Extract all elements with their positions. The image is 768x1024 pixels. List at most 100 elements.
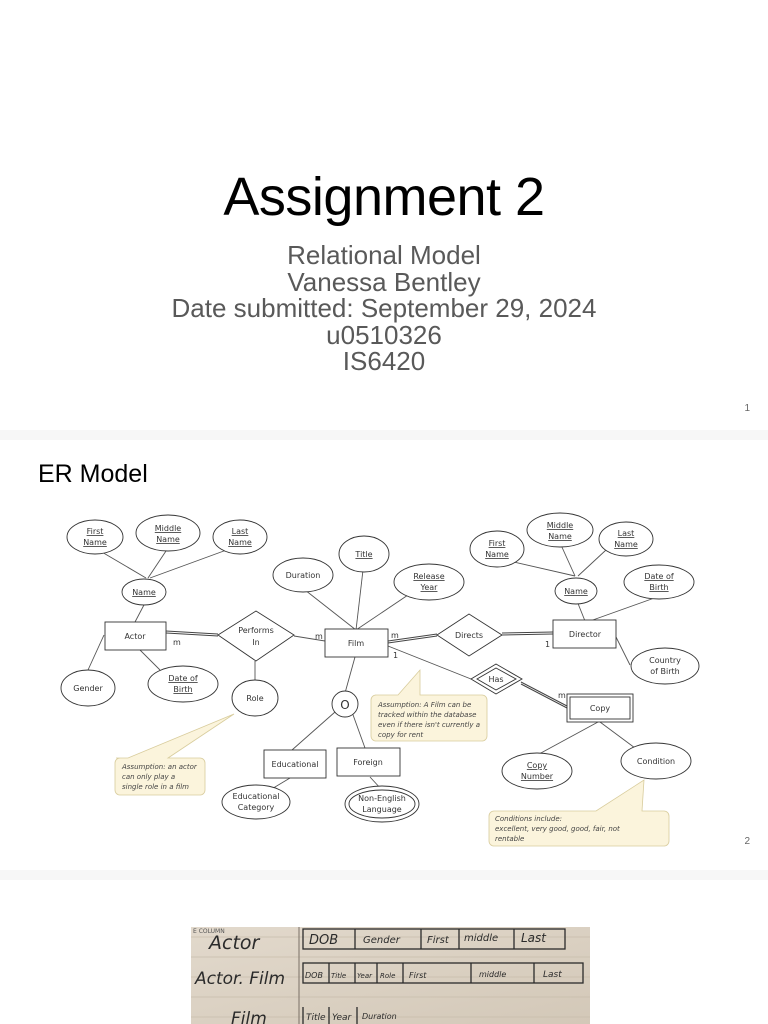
- attr-role: [231, 679, 279, 717]
- diagram-label: middle: [464, 933, 498, 944]
- diagram-label: Duration: [362, 1012, 397, 1021]
- diagram-label: Name: [228, 538, 252, 547]
- diagram-label: even if there isn't currently a: [378, 721, 480, 729]
- diagram-label: Name: [132, 588, 156, 597]
- entity-foreign: [336, 747, 401, 777]
- diagram-label: Middle: [155, 524, 182, 533]
- page-number: 1: [744, 403, 750, 414]
- diagram-label: Duration: [286, 571, 321, 580]
- diagram-label: Director: [569, 630, 602, 639]
- diagram-label: Date of: [168, 674, 198, 683]
- attr-actor-gender: [60, 669, 116, 707]
- rel-directs: [436, 613, 503, 657]
- diagram-label: Educational: [233, 792, 280, 801]
- diagram-label: m: [173, 638, 181, 647]
- diagram-label: Name: [564, 587, 588, 596]
- note-condition-callout: [488, 779, 670, 847]
- diagram-label: First: [87, 527, 104, 536]
- diagram-label: Year: [332, 1013, 353, 1023]
- diagram-label: Category: [238, 803, 275, 812]
- diagram-label: O: [340, 698, 349, 712]
- diagram-label: Actor. Film: [194, 969, 285, 989]
- handwritten-schema-photo: E COLUMN Actor Actor. Film: [191, 927, 590, 1024]
- diagram-label: Year: [420, 583, 439, 592]
- diagram-label: Name: [548, 532, 572, 541]
- attr-actor-dob: [147, 665, 219, 703]
- diagram-label: Copy: [590, 704, 611, 713]
- diagram-label: Actor: [124, 632, 146, 641]
- diagram-label: Year: [357, 972, 373, 980]
- diagram-label: Has: [488, 675, 503, 684]
- diagram-label: of Birth: [650, 667, 679, 676]
- diagram-label: m: [391, 631, 399, 640]
- diagram-label: rentable: [495, 835, 524, 843]
- diagram-label: Title: [331, 972, 346, 980]
- disjoint-circle: [331, 690, 359, 718]
- diagram-label: Directs: [455, 631, 483, 640]
- diagram-label: First: [409, 971, 427, 980]
- attr-title: [338, 535, 390, 573]
- presentation-title: Assignment 2: [223, 167, 545, 227]
- diagram-label: DOB: [305, 971, 323, 980]
- diagram-label: Language: [362, 805, 402, 814]
- diagram-label: Middle: [547, 521, 574, 530]
- page-number: 2: [744, 836, 750, 847]
- diagram-label: Birth: [173, 685, 192, 694]
- attr-duration: [272, 557, 334, 593]
- diagram-label: Copy: [527, 761, 548, 770]
- subtitle-date: Date submitted: September 29, 2024: [171, 293, 597, 323]
- diagram-label: middle: [479, 970, 506, 979]
- diagram-label: 1: [545, 640, 550, 649]
- diagram-label: copy for rent: [378, 731, 423, 739]
- diagram-label: Condition: [637, 757, 675, 766]
- subtitle-course: IS6420: [342, 346, 426, 376]
- diagram-label: Country: [649, 656, 681, 665]
- diagram-label: Assumption: A Film can be: [377, 701, 471, 709]
- diagram-label: Name: [614, 540, 638, 549]
- diagram-label: Foreign: [353, 758, 383, 767]
- er-model-slide: ER Model 2: [0, 440, 768, 870]
- attr-director-last-name: [598, 521, 654, 557]
- diagram-label: tracked within the database: [378, 711, 476, 719]
- diagram-label: E COLUMN: [193, 928, 225, 935]
- slide-title: ER Model: [38, 460, 148, 488]
- diagram-label: Performs: [238, 626, 274, 635]
- rel-performs-in: [217, 610, 295, 662]
- diagram-label: Role: [380, 972, 395, 980]
- note-film-callout: [370, 668, 488, 742]
- diagram-label: DOB: [309, 933, 338, 948]
- diagram-label: Film: [231, 1009, 267, 1024]
- diagram-label: Role: [246, 694, 263, 703]
- relational-schema-slide: E COLUMN Actor Actor. Film: [0, 880, 768, 1024]
- diagram-label: Birth: [649, 583, 668, 592]
- attr-actor-first-name: [66, 519, 124, 555]
- diagram-label: In: [252, 638, 259, 647]
- diagram-label: Name: [485, 550, 509, 559]
- diagram-label: 1: [393, 651, 398, 660]
- title-slide: Assignment 2 Relational Model Vanessa Be…: [0, 0, 768, 430]
- diagram-label: Educational: [272, 760, 319, 769]
- diagram-label: m: [558, 691, 566, 700]
- subtitle-student-id: u0510326: [326, 319, 442, 350]
- diagram-label: Non-English: [358, 794, 406, 803]
- diagram-label: First: [489, 539, 506, 548]
- subtitle-author: Vanessa Bentley: [287, 266, 481, 297]
- diagram-label: Last: [521, 931, 547, 945]
- attr-country-of-birth: [630, 647, 700, 685]
- diagram-label: Name: [83, 538, 107, 547]
- subtitle-topic: Relational Model: [287, 240, 481, 270]
- attr-actor-last-name: [212, 519, 268, 555]
- attr-condition: [620, 742, 692, 780]
- attr-director-dob: [623, 564, 695, 600]
- attr-actor-middle-name: [135, 514, 201, 552]
- entity-actor: [104, 621, 167, 651]
- diagram-label: excellent, very good, good, fair, not: [495, 825, 620, 833]
- diagram-label: Last: [543, 970, 562, 980]
- diagram-label: Assumption: an actor: [121, 763, 198, 771]
- diagram-label: Title: [354, 550, 372, 559]
- diagram-label: can only play a: [122, 773, 175, 781]
- attr-release-year: [393, 563, 465, 601]
- diagram-label: First: [427, 935, 450, 946]
- attr-director-middle-name: [526, 512, 594, 548]
- diagram-label: Actor: [207, 932, 261, 954]
